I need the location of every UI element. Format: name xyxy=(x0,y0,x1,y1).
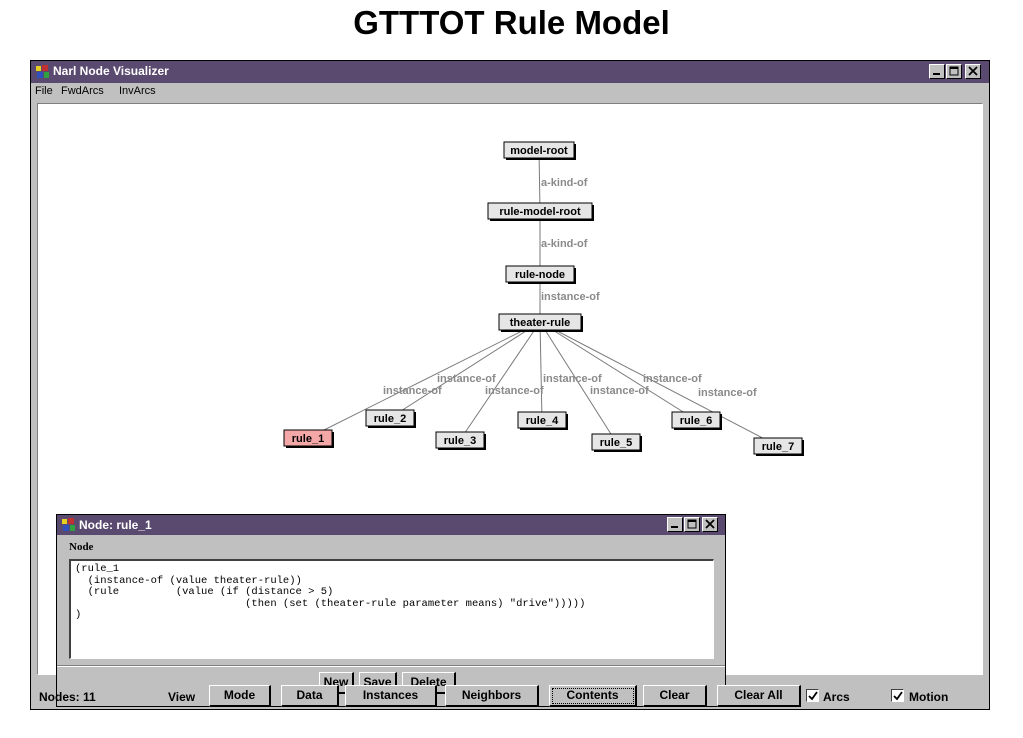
clear-button[interactable]: Clear xyxy=(643,685,707,707)
visualizer-window: Narl Node Visualizer File FwdArcs InvArc… xyxy=(30,60,990,710)
node-box[interactable] xyxy=(517,411,567,429)
neighbors-button[interactable]: Neighbors xyxy=(445,685,539,707)
node-label: rule-model-root xyxy=(499,206,581,218)
graph-edge xyxy=(389,321,541,419)
edge-label: instance-of xyxy=(437,373,496,385)
checkmark-icon xyxy=(893,691,903,701)
node-box[interactable] xyxy=(435,431,485,449)
graph-node-rule-4[interactable]: rule_4 xyxy=(517,411,568,430)
node-box[interactable] xyxy=(591,433,641,451)
menu-file[interactable]: File xyxy=(35,85,53,97)
graph-edge xyxy=(538,149,541,212)
graph-node-model-root[interactable]: model-root xyxy=(503,141,576,160)
edge-label: instance-of xyxy=(541,291,600,303)
app-icon xyxy=(36,65,49,78)
menu-fwdarcs[interactable]: FwdArcs xyxy=(61,85,104,97)
edge-label: a-kind-of xyxy=(541,177,588,189)
graph-node-rule-7[interactable]: rule_7 xyxy=(753,437,804,456)
graph-node-rule-5[interactable]: rule_5 xyxy=(591,433,642,452)
edge-label: a-kind-of xyxy=(541,238,588,250)
arcs-label: Arcs xyxy=(823,690,850,704)
node-label: theater-rule xyxy=(510,317,571,329)
node-box[interactable] xyxy=(753,437,803,455)
node-label: rule_7 xyxy=(762,441,794,453)
node-label: rule-node xyxy=(515,269,565,281)
node-section-label: Node xyxy=(69,541,94,553)
mode-button[interactable]: Mode xyxy=(209,685,271,707)
graph-node-theater-rule[interactable]: theater-rule xyxy=(498,313,583,332)
window-titlebar[interactable]: Narl Node Visualizer xyxy=(31,61,989,83)
edge-label: instance-of xyxy=(590,385,649,397)
edge-label: instance-of xyxy=(383,385,442,397)
node-box[interactable] xyxy=(365,409,415,427)
node-count: Nodes: 11 xyxy=(39,690,96,704)
graph-edge xyxy=(539,321,697,421)
node-detail-window: Node: rule_1 Node (rule_1 (instance-of (… xyxy=(56,514,726,707)
maximize-icon xyxy=(687,519,697,529)
edge-label: instance-of xyxy=(485,385,544,397)
node-box[interactable] xyxy=(505,265,575,283)
node-box[interactable] xyxy=(671,411,721,429)
motion-label: Motion xyxy=(909,690,949,704)
node-label: rule_1 xyxy=(292,433,324,445)
menu-invarcs[interactable]: InvArcs xyxy=(119,85,156,97)
node-minimize-button[interactable] xyxy=(667,517,683,532)
menu-bar: File FwdArcs InvArcs xyxy=(31,83,989,101)
node-window-title: Node: rule_1 xyxy=(79,518,152,532)
close-icon xyxy=(968,66,978,76)
graph-node-rule-3[interactable]: rule_3 xyxy=(435,431,486,450)
view-label: View xyxy=(168,690,196,704)
node-box[interactable] xyxy=(498,313,582,331)
graph-edge xyxy=(539,321,779,447)
graph-edge xyxy=(539,321,543,421)
window-title: Narl Node Visualizer xyxy=(53,64,169,78)
graph-node-rule-node[interactable]: rule-node xyxy=(505,265,576,284)
edge-label: instance-of xyxy=(643,373,702,385)
instances-button[interactable]: Instances xyxy=(345,685,437,707)
arcs-checkbox[interactable] xyxy=(806,689,819,702)
minimize-icon xyxy=(933,73,940,75)
maximize-icon xyxy=(949,66,959,76)
node-label: rule_5 xyxy=(600,437,632,449)
checkmark-icon xyxy=(808,691,818,701)
node-window-titlebar[interactable]: Node: rule_1 xyxy=(57,515,725,535)
edge-label: instance-of xyxy=(698,387,757,399)
node-maximize-button[interactable] xyxy=(684,517,700,532)
minimize-icon xyxy=(671,526,678,528)
page-title: GTTTOT Rule Model xyxy=(353,4,670,41)
graph-node-rule-6[interactable]: rule_6 xyxy=(671,411,722,430)
data-button[interactable]: Data xyxy=(281,685,339,707)
graph-node-rule-1[interactable]: rule_1 xyxy=(283,429,334,448)
node-close-button[interactable] xyxy=(702,517,718,532)
contents-button[interactable]: Contents xyxy=(549,685,637,707)
node-box[interactable] xyxy=(283,429,333,447)
node-label: rule_4 xyxy=(526,415,559,427)
close-button[interactable] xyxy=(965,64,981,79)
edge-label: instance-of xyxy=(543,373,602,385)
graph-node-rule-2[interactable]: rule_2 xyxy=(365,409,416,428)
node-content-textarea[interactable]: (rule_1 (instance-of (value theater-rule… xyxy=(69,559,714,659)
graph-edge xyxy=(307,321,541,439)
node-box[interactable] xyxy=(503,141,575,159)
close-icon xyxy=(705,519,715,529)
divider xyxy=(57,666,725,667)
clear-all-button[interactable]: Clear All xyxy=(717,685,801,707)
node-label: rule_3 xyxy=(444,435,476,447)
minimize-button[interactable] xyxy=(929,64,945,79)
graph-edge xyxy=(539,321,617,443)
node-label: rule_6 xyxy=(680,415,712,427)
maximize-button[interactable] xyxy=(946,64,962,79)
node-graph[interactable]: a-kind-ofa-kind-ofinstance-ofinstance-of… xyxy=(38,104,982,674)
graph-edge xyxy=(459,321,541,441)
node-label: rule_2 xyxy=(374,413,406,425)
motion-checkbox[interactable] xyxy=(891,689,904,702)
divider xyxy=(57,665,725,666)
status-bar: Nodes: 11 View Mode Data Instances Neigh… xyxy=(31,683,989,709)
node-label: model-root xyxy=(510,145,568,157)
node-box[interactable] xyxy=(487,202,593,220)
node-window-icon xyxy=(62,518,75,531)
graph-node-rule-model-root[interactable]: rule-model-root xyxy=(487,202,594,221)
